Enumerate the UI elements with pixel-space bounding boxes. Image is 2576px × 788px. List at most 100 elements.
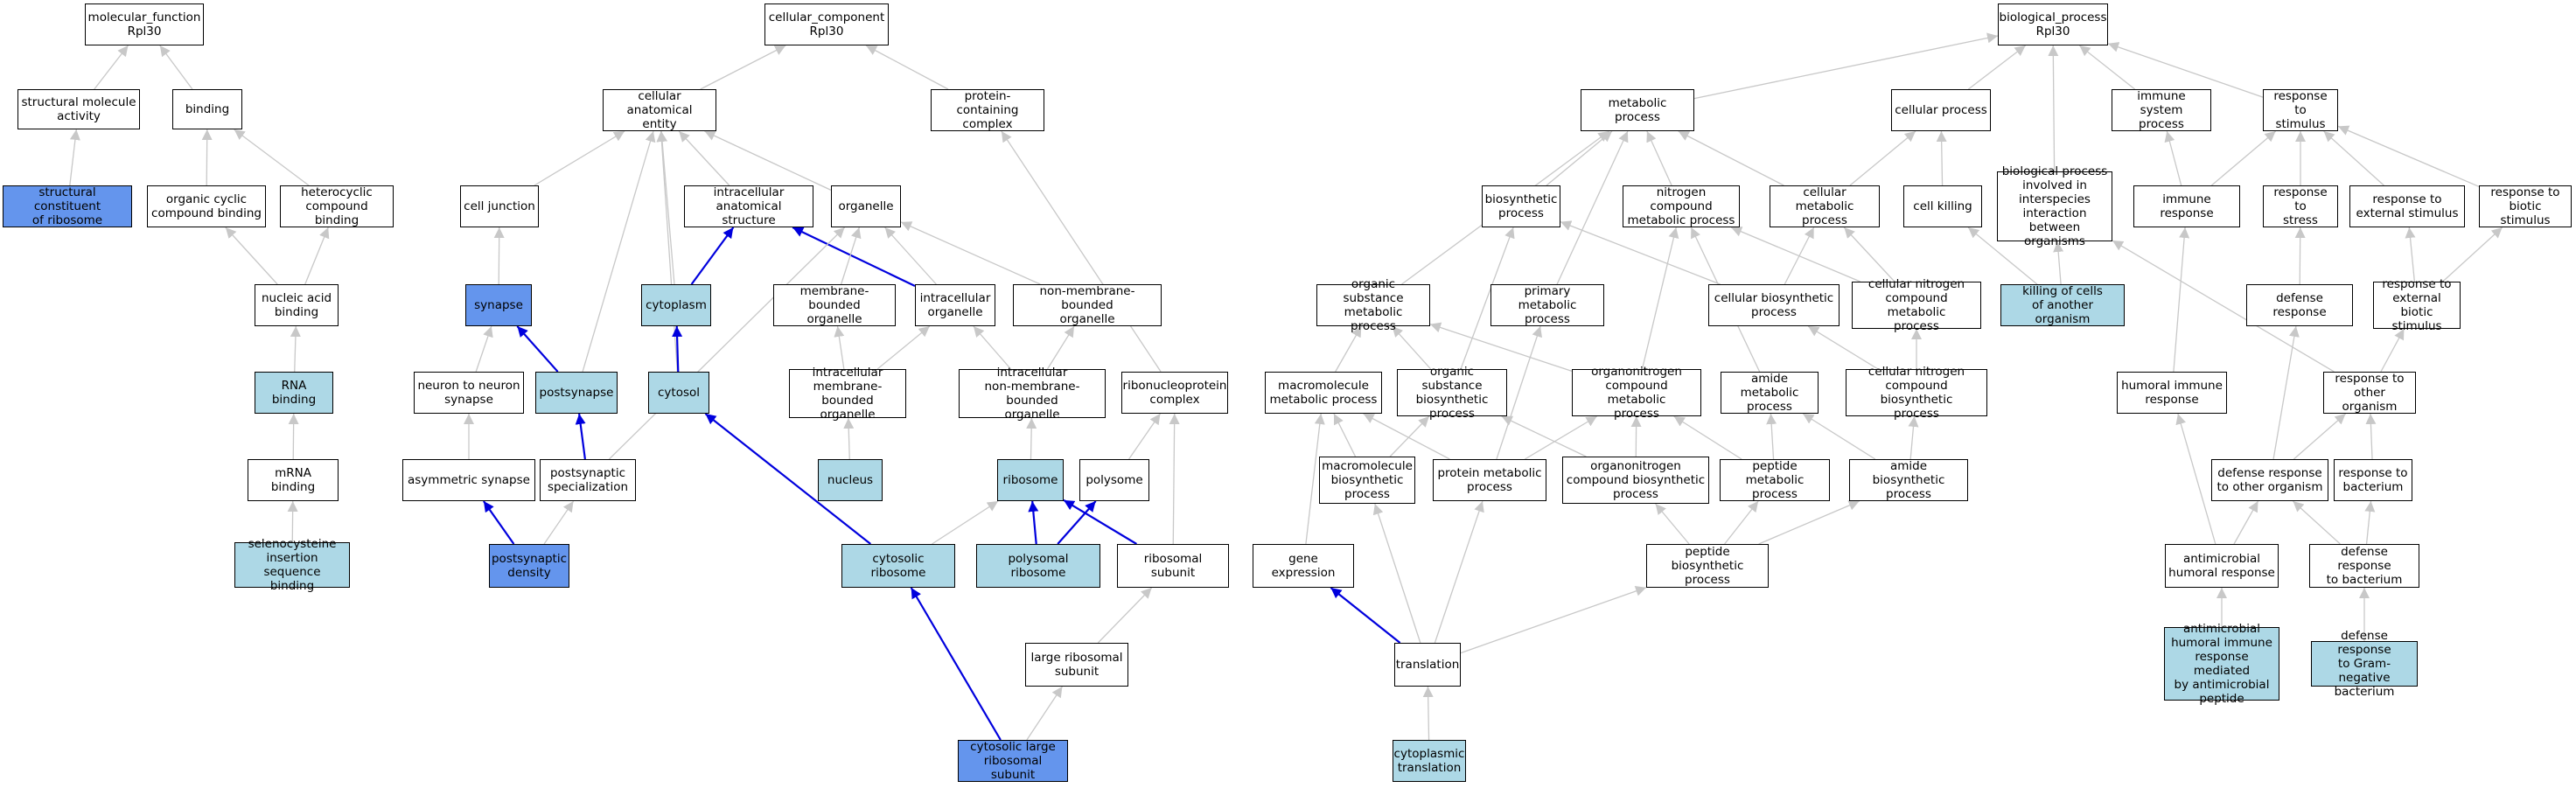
node-intracellular-non-membrane-bounded-organelle[interactable]: intracellular non-membrane-bounded organ… [959, 366, 1106, 422]
node-cellular-biosynthetic-process[interactable]: cellular biosynthetic process [1708, 284, 1840, 326]
node-response-to-other-organism[interactable]: response to other organism [2323, 372, 2416, 414]
edge-n_postsyn-to-n_cae [582, 130, 656, 373]
edge-n_pepbp-to-n_oncbp [1655, 503, 1690, 545]
node-immune-response[interactable]: immune response [2133, 185, 2240, 227]
node-cellular-process[interactable]: cellular process [1891, 89, 1991, 131]
node-organic-cyclic-compound-binding[interactable]: organic cyclic compound binding [147, 185, 266, 227]
node-peptide-metabolic-process[interactable]: peptide metabolic process [1720, 459, 1830, 501]
node-cellular-component-root[interactable]: cellular_component Rpl30 [764, 3, 889, 45]
node-intracellular-organelle[interactable]: intracellular organelle [915, 284, 995, 326]
node-cytosol[interactable]: cytosol [648, 372, 709, 414]
node-response-to-biotic-stimulus[interactable]: response to biotic stimulus [2479, 185, 2572, 227]
node-structural-molecule-activity[interactable]: structural molecule activity [17, 89, 140, 129]
node-cell-killing[interactable]: cell killing [1903, 185, 1982, 227]
node-cellular-nitrogen-compound-biosynthetic-process[interactable]: cellular nitrogen compound biosynthetic … [1846, 365, 1987, 421]
node-protein-metabolic-process[interactable]: protein metabolic process [1433, 459, 1546, 501]
node-organic-substance-biosynthetic-process[interactable]: organic substance biosynthetic process [1397, 365, 1507, 421]
node-immune-system-process[interactable]: immune system process [2112, 89, 2211, 131]
node-structural-constituent-of-ribosome[interactable]: structural constituent of ribosome [3, 185, 132, 227]
node-biosynthetic-process[interactable]: biosynthetic process [1482, 185, 1560, 227]
node-primary-metabolic-process[interactable]: primary metabolic process [1490, 284, 1604, 326]
edge-n_imbo-to-n_mbo [834, 325, 845, 370]
node-protein-containing-complex[interactable]: protein-containing complex [931, 89, 1044, 131]
node-antimicrobial-humoral-response[interactable]: antimicrobial humoral response [2165, 544, 2279, 588]
node-postsynapse[interactable]: postsynapse [535, 372, 618, 414]
edge-n_postsyn-to-n_syn [516, 325, 559, 373]
node-intracellular-anatomical-structure[interactable]: intracellular anatomical structure [684, 185, 813, 227]
edge-n_rnab-to-n_nab [290, 325, 301, 373]
node-response-to-external-biotic-stimulus[interactable]: response to external biotic stimulus [2373, 277, 2461, 333]
node-nitrogen-compound-metabolic-process[interactable]: nitrogen compound metabolic process [1623, 185, 1740, 227]
node-synapse[interactable]: synapse [465, 284, 532, 326]
node-cytosolic-ribosome[interactable]: cytosolic ribosome [841, 544, 955, 588]
node-neuron-to-neuron-synapse[interactable]: neuron to neuron synapse [414, 372, 524, 414]
node-organonitrogen-compound-metabolic-process[interactable]: organonitrogen compound metabolic proces… [1572, 365, 1701, 421]
node-cytoplasm[interactable]: cytoplasm [641, 284, 711, 326]
edge-n_mmbp-to-n_mmmp [1333, 413, 1357, 457]
node-metabolic-process[interactable]: metabolic process [1581, 89, 1694, 131]
node-gene-expression[interactable]: gene expression [1253, 544, 1354, 588]
node-nucleic-acid-binding[interactable]: nucleic acid binding [255, 284, 339, 326]
node-defense-response-to-gram-negative-bacterium[interactable]: defense response to Gram-negative bacter… [2311, 629, 2418, 699]
node-membrane-bounded-organelle[interactable]: membrane-bounded organelle [773, 284, 896, 326]
node-selenocysteine-insertion-sequence-binding[interactable]: selenocysteine insertion sequence bindin… [234, 537, 350, 593]
edge-n_pribo-to-n_ribo [1028, 500, 1039, 545]
node-organic-substance-metabolic-process[interactable]: organic substance metabolic process [1316, 277, 1430, 333]
node-humoral-immune-response[interactable]: humoral immune response [2117, 372, 2227, 414]
edge-n_cncmp-to-n_cmp [1843, 227, 1895, 282]
node-cell-junction[interactable]: cell junction [460, 185, 539, 227]
node-amide-metabolic-process[interactable]: amide metabolic process [1721, 372, 1819, 414]
edge-n_nuc-to-n_imbo [843, 417, 855, 460]
node-organonitrogen-compound-biosynthetic-process[interactable]: organonitrogen compound biosynthetic pro… [1562, 457, 1709, 504]
node-defense-response[interactable]: defense response [2246, 284, 2353, 326]
edge-n_scr-to-n_sma [69, 129, 80, 186]
node-amide-biosynthetic-process[interactable]: amide biosynthetic process [1849, 459, 1968, 501]
node-intracellular-membrane-bounded-organelle[interactable]: intracellular membrane-bounded organelle [789, 366, 906, 422]
node-ribosomal-subunit[interactable]: ribosomal subunit [1117, 544, 1229, 588]
edge-n_ahr-to-n_hir [2175, 413, 2216, 545]
node-cellular-metabolic-process[interactable]: cellular metabolic process [1770, 185, 1880, 227]
node-macromolecule-biosynthetic-process[interactable]: macromolecule biosynthetic process [1319, 457, 1415, 504]
node-killing-of-cells-of-another-organism[interactable]: killing of cells of another organism [2000, 284, 2125, 326]
edge-n_cyt-to-n_ias [690, 227, 735, 285]
node-ribonucleoprotein-complex[interactable]: ribonucleoprotein complex [1121, 372, 1228, 414]
node-polysomal-ribosome[interactable]: polysomal ribosome [976, 544, 1100, 588]
node-binding[interactable]: binding [172, 89, 242, 129]
node-cytosolic-large-ribosomal-subunit[interactable]: cytosolic large ribosomal subunit [958, 740, 1068, 782]
node-translation[interactable]: translation [1394, 643, 1461, 687]
edge-n_psd-to-n_asyn [482, 500, 515, 545]
node-organelle[interactable]: organelle [831, 185, 901, 227]
node-mrna-binding[interactable]: mRNA binding [248, 459, 339, 501]
node-response-to-bacterium[interactable]: response to bacterium [2334, 459, 2412, 501]
edge-n_osbp-to-n_bsp [1460, 227, 1515, 370]
edge-n_clrsu-to-n_lrsu [1026, 686, 1063, 741]
node-cytoplasmic-translation[interactable]: cytoplasmic translation [1393, 740, 1466, 782]
node-postsynaptic-density[interactable]: postsynaptic density [489, 544, 569, 588]
node-defense-response-to-other-organism[interactable]: defense response to other organism [2211, 459, 2328, 501]
node-heterocyclic-compound-binding[interactable]: heterocyclic compound binding [280, 185, 394, 227]
node-macromolecule-metabolic-process[interactable]: macromolecule metabolic process [1265, 372, 1382, 414]
node-response-to-external-stimulus[interactable]: response to external stimulus [2349, 185, 2465, 227]
node-asymmetric-synapse[interactable]: asymmetric synapse [402, 459, 535, 501]
node-cellular-nitrogen-compound-metabolic-process[interactable]: cellular nitrogen compound metabolic pro… [1852, 277, 1981, 333]
edge-n_pepbp-to-n_pepmp [1724, 500, 1759, 545]
node-polysome[interactable]: polysome [1079, 459, 1149, 501]
node-large-ribosomal-subunit[interactable]: large ribosomal subunit [1025, 643, 1128, 687]
node-peptide-biosynthetic-process[interactable]: peptide biosynthetic process [1646, 544, 1769, 588]
node-antimicrobial-humoral-immune-response[interactable]: antimicrobial humoral immune response me… [2164, 622, 2279, 706]
node-cellular-anatomical-entity[interactable]: cellular anatomical entity [603, 89, 716, 131]
node-non-membrane-bounded-organelle[interactable]: non-membrane-bounded organelle [1013, 284, 1162, 326]
node-biological-process-involved-in-interspecies-interaction[interactable]: biological process involved in interspec… [1997, 164, 2112, 248]
node-rna-binding[interactable]: RNA binding [255, 372, 333, 414]
node-response-to-stimulus[interactable]: response to stimulus [2263, 89, 2338, 131]
node-defense-response-to-bacterium[interactable]: defense response to bacterium [2309, 544, 2419, 588]
node-postsynaptic-specialization[interactable]: postsynaptic specialization [540, 459, 636, 501]
node-response-to-stress[interactable]: response to stress [2263, 185, 2338, 227]
node-ribosome[interactable]: ribosome [997, 459, 1064, 501]
edge-n_bsp-to-n_mp [1546, 130, 1613, 186]
node-molecular-function-root[interactable]: molecular_function Rpl30 [85, 3, 204, 45]
node-biological-process-root[interactable]: biological_process Rpl30 [1998, 3, 2108, 45]
edge-n_rtbs-to-n_rts [2337, 125, 2480, 187]
node-nucleus[interactable]: nucleus [818, 459, 883, 501]
